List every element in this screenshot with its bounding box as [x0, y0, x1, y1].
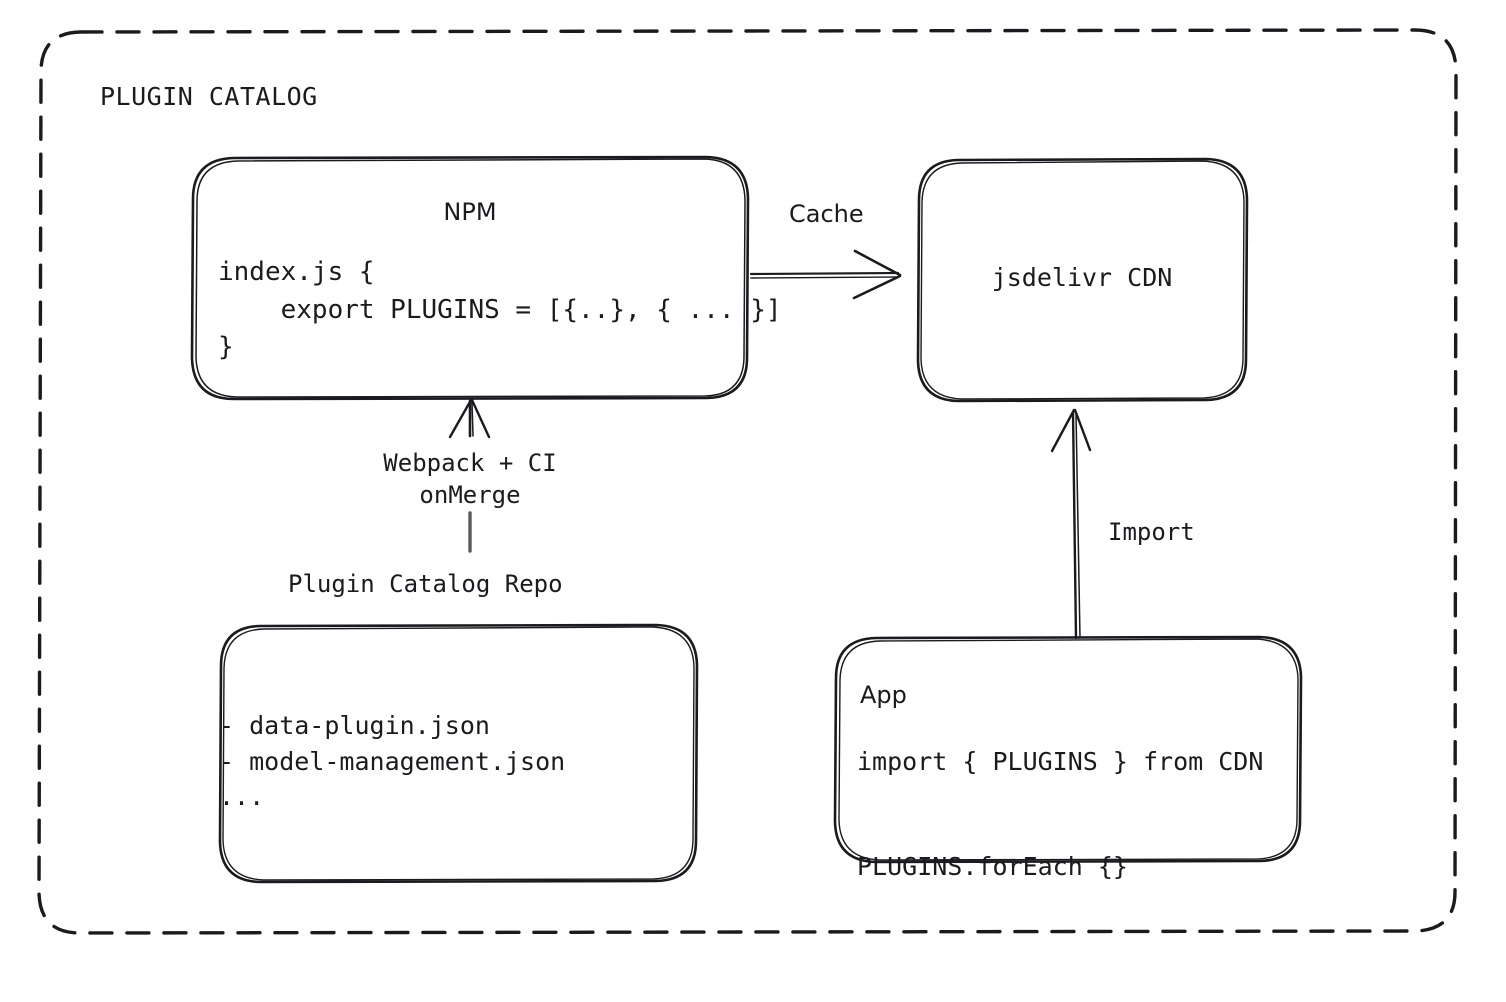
cdn-node-title: jsdelivr CDN — [991, 263, 1173, 292]
app-node-code: import { PLUGINS } from CDN PLUGINS.forE… — [857, 747, 1264, 881]
edge-import — [1050, 408, 1092, 640]
edge-label-cache: Cache — [789, 200, 864, 228]
app-node-title: App — [860, 681, 907, 709]
edge-label-import: Import — [1108, 518, 1195, 546]
repo-node-items: - data-plugin.json - model-management.js… — [219, 711, 566, 811]
npm-node-title: NPM — [443, 198, 497, 226]
group-title: PLUGIN CATALOG — [100, 82, 318, 111]
repo-node-caption: Plugin Catalog Repo — [288, 570, 563, 598]
edge-label-build: Webpack + CI onMerge — [383, 449, 557, 510]
npm-node-code: index.js { export PLUGINS = [{..}, { ...… — [218, 257, 782, 363]
